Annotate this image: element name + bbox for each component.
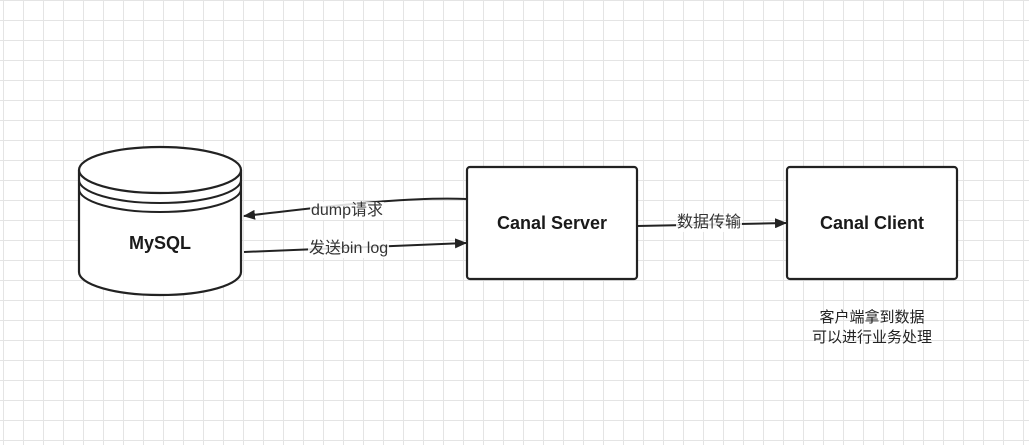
mysql-database-shape[interactable] bbox=[77, 145, 243, 297]
canal-client-box[interactable] bbox=[785, 165, 959, 281]
client-note-line2: 可以进行业务处理 bbox=[811, 328, 932, 346]
binlog-label: 发送bin log bbox=[308, 240, 390, 258]
client-note: 客户端拿到数据 可以进行业务处理 bbox=[787, 307, 957, 347]
canal-server-label: Canal Server bbox=[496, 213, 608, 233]
client-note-line1: 客户端拿到数据 bbox=[819, 308, 925, 326]
dump-request-label: dump请求 bbox=[310, 202, 385, 220]
canal-server-box[interactable] bbox=[465, 165, 639, 281]
canal-client-label: Canal Client bbox=[819, 213, 925, 233]
mysql-label: MySQL bbox=[128, 233, 191, 253]
data-transfer-label: 数据传输 bbox=[676, 214, 743, 232]
